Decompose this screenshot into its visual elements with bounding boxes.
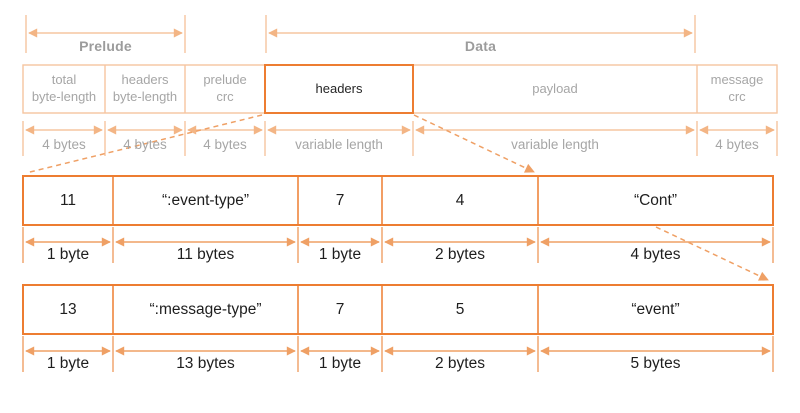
- size-headers: variable length: [295, 136, 383, 152]
- header-example-2-size-arrows: [22, 336, 774, 372]
- field-prelude-crc: prelude crc: [203, 72, 247, 104]
- example2-cell-name: “:message-type”: [149, 300, 262, 318]
- size-payload: variable length: [511, 136, 599, 152]
- connector-row1-to-row2: [655, 226, 769, 281]
- header-example-2-boxes: [22, 284, 774, 335]
- example2-size-3: 2 bytes: [435, 355, 485, 372]
- field-headers-byte-length: headers byte-length: [112, 72, 178, 104]
- example2-cell-value-type: 7: [335, 300, 345, 318]
- field-payload: payload: [532, 80, 578, 96]
- example2-cell-value: “event”: [631, 300, 680, 318]
- example1-cell-value: “Cont”: [633, 191, 678, 209]
- example2-cell-name-length: 13: [59, 300, 77, 318]
- zoom-connector-lines: [25, 114, 769, 281]
- prelude-span-label: Prelude: [79, 37, 132, 54]
- example1-cell-value-length: 4: [455, 191, 465, 209]
- example1-cell-name: “:event-type”: [161, 191, 249, 209]
- size-headers-byte-length: 4 bytes: [123, 136, 167, 152]
- header-example-1-size-arrows: [22, 227, 774, 263]
- example1-size-2: 1 byte: [318, 246, 362, 263]
- top-extent-spans: [25, 15, 696, 53]
- example1-size-4: 4 bytes: [630, 246, 681, 263]
- headers-field-box-highlight: [264, 64, 414, 114]
- message-structure-boxes: [22, 64, 778, 114]
- field-total-byte-length: total byte-length: [31, 72, 97, 104]
- size-message-crc: 4 bytes: [715, 136, 759, 152]
- example1-size-3: 2 bytes: [435, 246, 485, 263]
- header-example-1-boxes: [22, 175, 774, 226]
- example1-cell-name-length: 11: [59, 191, 77, 209]
- structure-size-arrows: [22, 121, 778, 156]
- example2-size-2: 1 byte: [318, 355, 362, 372]
- size-prelude-crc: 4 bytes: [203, 136, 247, 152]
- example1-size-1: 11 bytes: [176, 246, 235, 263]
- example1-size-0: 1 byte: [46, 246, 90, 263]
- example2-size-0: 1 byte: [46, 355, 90, 372]
- data-span-label: Data: [464, 37, 497, 54]
- field-headers: headers: [315, 80, 363, 96]
- size-total-byte-length: 4 bytes: [42, 136, 86, 152]
- example2-cell-value-length: 5: [455, 300, 465, 318]
- example2-size-4: 5 bytes: [630, 355, 681, 372]
- connector-headers-to-row1-left: [25, 114, 263, 174]
- example2-size-1: 13 bytes: [176, 355, 235, 372]
- field-message-crc: message crc: [710, 72, 764, 104]
- connector-headers-to-row1-right: [413, 114, 535, 173]
- example1-cell-value-type: 7: [335, 191, 345, 209]
